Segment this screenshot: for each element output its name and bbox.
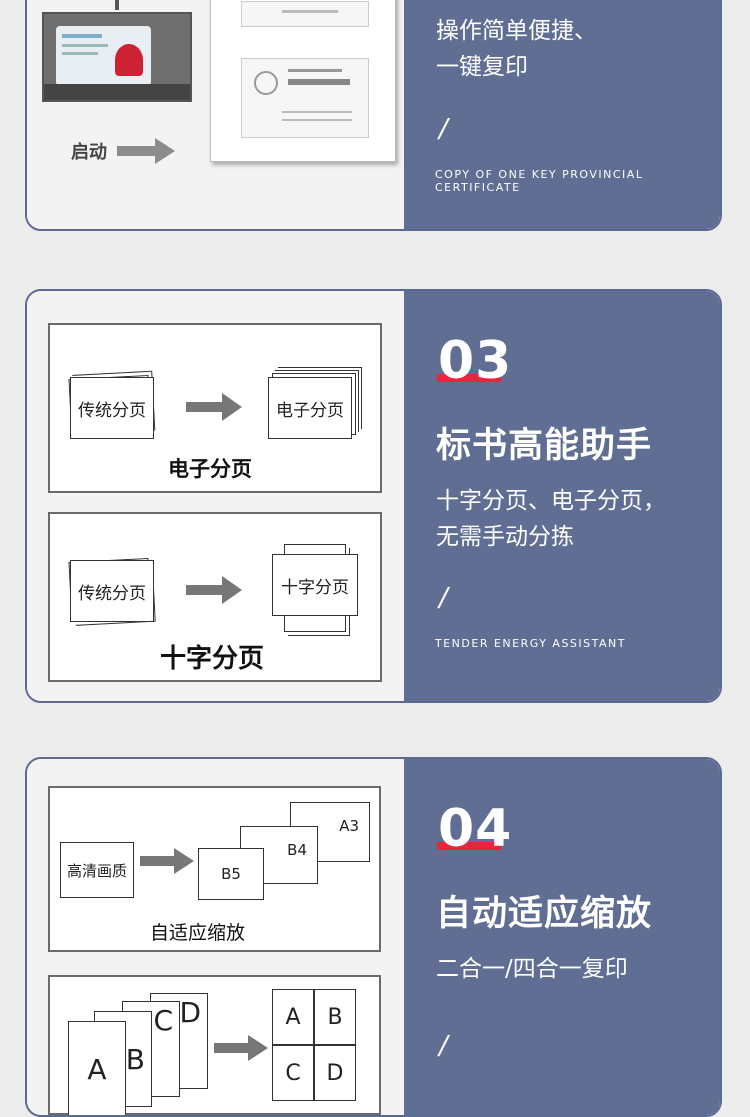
hd-quality-doc: 高清画质 xyxy=(60,842,134,898)
card-english-subtitle: COPY OF ONE KEY PROVINCIAL CERTIFICATE xyxy=(435,168,644,194)
arrow-right-icon xyxy=(140,848,194,874)
page-a: A xyxy=(68,1021,126,1115)
card-illustration: 启动 xyxy=(27,0,404,229)
size-b4-label: B4 xyxy=(287,841,307,859)
size-b5-label: B5 xyxy=(221,865,241,883)
card-description-line-1: 二合一/四合一复印 xyxy=(436,956,628,982)
electronic-paging-panel: 传统分页 电子分页 电子分页 xyxy=(48,323,382,493)
slash-divider: / xyxy=(439,1031,448,1061)
card-description-line-2: 无需手动分拣 xyxy=(436,524,574,550)
grid-cell-b: B xyxy=(314,989,356,1045)
slash-divider: / xyxy=(439,114,448,144)
auto-scaling-caption: 自适应缩放 xyxy=(150,922,246,944)
feature-card-one-key-copy: 启动 操作简单便捷、 一键复印 / COPY OF ONE KEY PROVIN… xyxy=(25,0,722,231)
cross-paging-caption: 十字分页 xyxy=(160,644,265,674)
feature-card-tender-assistant: 传统分页 电子分页 电子分页 传统分页 十字分页 十字分页 03 标书高能助手 … xyxy=(25,289,722,703)
electronic-paging-caption: 电子分页 xyxy=(168,457,252,481)
card-number: 03 xyxy=(438,331,513,391)
card-text-panel: 03 标书高能助手 十字分页、电子分页， 无需手动分拣 / TENDER ENE… xyxy=(404,291,720,701)
slash-divider: / xyxy=(439,583,448,613)
traditional-paging-doc-label: 传统分页 xyxy=(70,560,154,622)
card-text-panel: 操作简单便捷、 一键复印 / COPY OF ONE KEY PROVINCIA… xyxy=(404,0,720,229)
grid-cell-a: A xyxy=(272,989,314,1045)
card-title: 标书高能助手 xyxy=(436,426,653,466)
id-card-image xyxy=(56,26,151,86)
auto-scaling-panel: 高清画质 A3 B4 B5 自适应缩放 xyxy=(48,786,381,952)
number-underline xyxy=(437,374,501,382)
number-underline xyxy=(437,842,501,850)
card-english-subtitle: TENDER ENERGY ASSISTANT xyxy=(435,637,626,650)
size-b5: B5 xyxy=(198,848,264,900)
cross-paging-doc-label: 十字分页 xyxy=(272,554,358,616)
grid-cell-c: C xyxy=(272,1045,314,1101)
copied-paper xyxy=(210,0,396,162)
card-title: 自动适应缩放 xyxy=(436,894,653,934)
card-text-panel: 04 自动适应缩放 二合一/四合一复印 / xyxy=(404,759,720,1115)
grid-cell-d: D xyxy=(314,1045,356,1101)
card-illustration: 传统分页 电子分页 电子分页 传统分页 十字分页 十字分页 xyxy=(27,291,404,701)
scanner-photo xyxy=(42,12,192,102)
card-number: 04 xyxy=(438,799,513,859)
card-illustration: 高清画质 A3 B4 B5 自适应缩放 D C B A xyxy=(27,759,404,1115)
id-card-back-image xyxy=(241,58,369,138)
card-description-line-1: 十字分页、电子分页， xyxy=(436,488,666,514)
traditional-paging-doc-label: 传统分页 xyxy=(70,377,154,439)
card-description-line-1: 操作简单便捷、 xyxy=(436,18,597,44)
card-description-line-2: 一键复印 xyxy=(436,54,528,80)
combine-copy-panel: D C B A A B C D xyxy=(48,975,381,1115)
start-label: 启动 xyxy=(71,142,107,163)
arrow-right-icon xyxy=(186,393,242,421)
size-a3-label: A3 xyxy=(339,817,359,835)
electronic-paging-doc-label: 电子分页 xyxy=(268,377,352,439)
arrow-right-icon xyxy=(117,138,175,164)
cross-paging-panel: 传统分页 十字分页 十字分页 xyxy=(48,512,382,682)
feature-card-auto-scaling: 高清画质 A3 B4 B5 自适应缩放 D C B A xyxy=(25,757,722,1117)
arrow-right-icon xyxy=(214,1035,268,1061)
arrow-right-icon xyxy=(186,576,242,604)
